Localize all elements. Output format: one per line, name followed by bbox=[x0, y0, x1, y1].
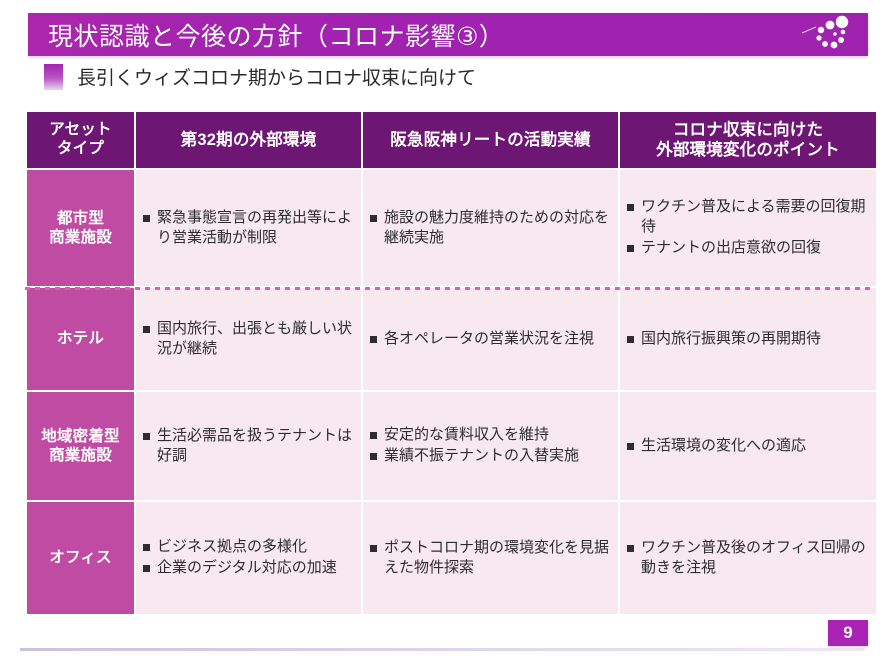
cell-activities: 施設の魅力度維持のための対応を継続実施 bbox=[363, 170, 618, 286]
footer-divider bbox=[20, 648, 865, 651]
list-item: 業績不振テナントの入替実施 bbox=[369, 446, 610, 466]
slide-title-bar: 現状認識と今後の方針（コロナ影響③） bbox=[28, 13, 868, 56]
table-header-row: アセット タイプ 第32期の外部環境 阪急阪神リートの活動実績 コロナ収束に向け… bbox=[27, 112, 876, 168]
cell-points: 国内旅行振興策の再開期待 bbox=[620, 288, 876, 390]
list-item: 国内旅行振興策の再開期待 bbox=[626, 329, 868, 349]
list-item: 国内旅行、出張とも厳しい状況が継続 bbox=[142, 319, 353, 359]
bullet-list: ポストコロナ期の環境変化を見据えた物件探索 bbox=[369, 538, 610, 578]
bullet-list: 国内旅行、出張とも厳しい状況が継続 bbox=[142, 319, 353, 359]
subtitle-text: 長引くウィズコロナ期からコロナ収束に向けて bbox=[77, 68, 477, 89]
column-header-recovery-points: コロナ収束に向けた 外部環境変化のポイント bbox=[620, 112, 876, 168]
header-line-1: アセット bbox=[49, 121, 112, 139]
bullet-list: ワクチン普及後のオフィス回帰の動きを注視 bbox=[626, 538, 868, 578]
bullet-list: ワクチン普及による需要の回復期待 テナントの出店意欲の回復 bbox=[626, 197, 868, 257]
cell-activities: ポストコロナ期の環境変化を見据えた物件探索 bbox=[363, 502, 618, 614]
list-item: 生活環境の変化への適応 bbox=[626, 436, 868, 456]
row-label-line-1: オフィス bbox=[49, 549, 112, 567]
bullet-list: 各オペレータの営業状況を注視 bbox=[369, 329, 610, 349]
list-item: ビジネス拠点の多様化 bbox=[142, 537, 353, 557]
list-item: ワクチン普及後のオフィス回帰の動きを注視 bbox=[626, 538, 868, 578]
page-number-badge: 9 bbox=[828, 620, 868, 646]
header-line-1: コロナ収束に向けた bbox=[672, 120, 824, 139]
column-header-asset-type: アセット タイプ bbox=[27, 112, 134, 168]
row-label-office: オフィス bbox=[27, 502, 134, 614]
column-header-reit-activities: 阪急阪神リートの活動実績 bbox=[363, 112, 618, 168]
list-item: 安定的な賃料収入を維持 bbox=[369, 425, 610, 445]
row-label-line-1: ホテル bbox=[56, 330, 105, 348]
subtitle-row: 長引くウィズコロナ期からコロナ収束に向けて bbox=[44, 63, 476, 90]
table: アセット タイプ 第32期の外部環境 阪急阪神リートの活動実績 コロナ収束に向け… bbox=[25, 110, 878, 616]
list-item: 施設の魅力度維持のための対応を継続実施 bbox=[369, 208, 610, 248]
list-item: テナントの出店意欲の回復 bbox=[626, 238, 868, 258]
cell-environment: ビジネス拠点の多様化 企業のデジタル対応の加速 bbox=[136, 502, 361, 614]
list-item: 企業のデジタル対応の加速 bbox=[142, 558, 353, 578]
row-label-urban-commercial: 都市型 商業施設 bbox=[27, 170, 134, 286]
bullet-list: 安定的な賃料収入を維持 業績不振テナントの入替実施 bbox=[369, 425, 610, 466]
cell-points: ワクチン普及による需要の回復期待 テナントの出店意欲の回復 bbox=[620, 170, 876, 286]
cell-environment: 緊急事態宣言の再発出等により営業活動が制限 bbox=[136, 170, 361, 286]
list-item: ポストコロナ期の環境変化を見据えた物件探索 bbox=[369, 538, 610, 578]
header-line-2: 外部環境変化のポイント bbox=[656, 141, 840, 159]
cell-environment: 国内旅行、出張とも厳しい状況が継続 bbox=[136, 288, 361, 390]
table-row: オフィス ビジネス拠点の多様化 企業のデジタル対応の加速 ポストコロナ期の環境変… bbox=[27, 502, 876, 614]
cell-environment: 生活必需品を扱うテナントは好調 bbox=[136, 392, 361, 500]
page-title: 現状認識と今後の方針（コロナ影響③） bbox=[48, 22, 505, 51]
bullet-list: 緊急事態宣言の再発出等により営業活動が制限 bbox=[142, 208, 353, 248]
cell-activities: 安定的な賃料収入を維持 業績不振テナントの入替実施 bbox=[363, 392, 618, 500]
bullet-list: 生活必需品を扱うテナントは好調 bbox=[142, 426, 353, 466]
table-row: 地域密着型 商業施設 生活必需品を扱うテナントは好調 安定的な賃料収入を維持 業… bbox=[27, 392, 876, 500]
column-header-external-environment: 第32期の外部環境 bbox=[136, 112, 361, 168]
dot-swirl-icon bbox=[801, 15, 849, 49]
cell-activities: 各オペレータの営業状況を注視 bbox=[363, 288, 618, 390]
row-label-line-2: 商業施設 bbox=[49, 447, 112, 464]
cell-points: ワクチン普及後のオフィス回帰の動きを注視 bbox=[620, 502, 876, 614]
bullet-list: 施設の魅力度維持のための対応を継続実施 bbox=[369, 208, 610, 248]
square-marker-icon bbox=[44, 63, 63, 90]
list-item: 各オペレータの営業状況を注視 bbox=[369, 329, 610, 349]
list-item: 生活必需品を扱うテナントは好調 bbox=[142, 426, 353, 466]
bullet-list: ビジネス拠点の多様化 企業のデジタル対応の加速 bbox=[142, 537, 353, 578]
cell-points: 生活環境の変化への適応 bbox=[620, 392, 876, 500]
bullet-list: 国内旅行振興策の再開期待 bbox=[626, 329, 868, 349]
row-label-line-2: 商業施設 bbox=[49, 229, 112, 246]
row-label-line-1: 地域密着型 bbox=[41, 427, 120, 445]
table-row: 都市型 商業施設 緊急事態宣言の再発出等により営業活動が制限 施設の魅力度維持の… bbox=[27, 170, 876, 286]
table-row: ホテル 国内旅行、出張とも厳しい状況が継続 各オペレータの営業状況を注視 国内旅… bbox=[27, 288, 876, 390]
list-item: 緊急事態宣言の再発出等により営業活動が制限 bbox=[142, 208, 353, 248]
row-label-community-commercial: 地域密着型 商業施設 bbox=[27, 392, 134, 500]
row-label-hotel: ホテル bbox=[27, 288, 134, 390]
row-label-line-1: 都市型 bbox=[56, 209, 105, 227]
bullet-list: 生活環境の変化への適応 bbox=[626, 436, 868, 456]
asset-type-table: アセット タイプ 第32期の外部環境 阪急阪神リートの活動実績 コロナ収束に向け… bbox=[25, 110, 876, 616]
header-line-2: タイプ bbox=[56, 140, 105, 157]
list-item: ワクチン普及による需要の回復期待 bbox=[626, 197, 868, 237]
